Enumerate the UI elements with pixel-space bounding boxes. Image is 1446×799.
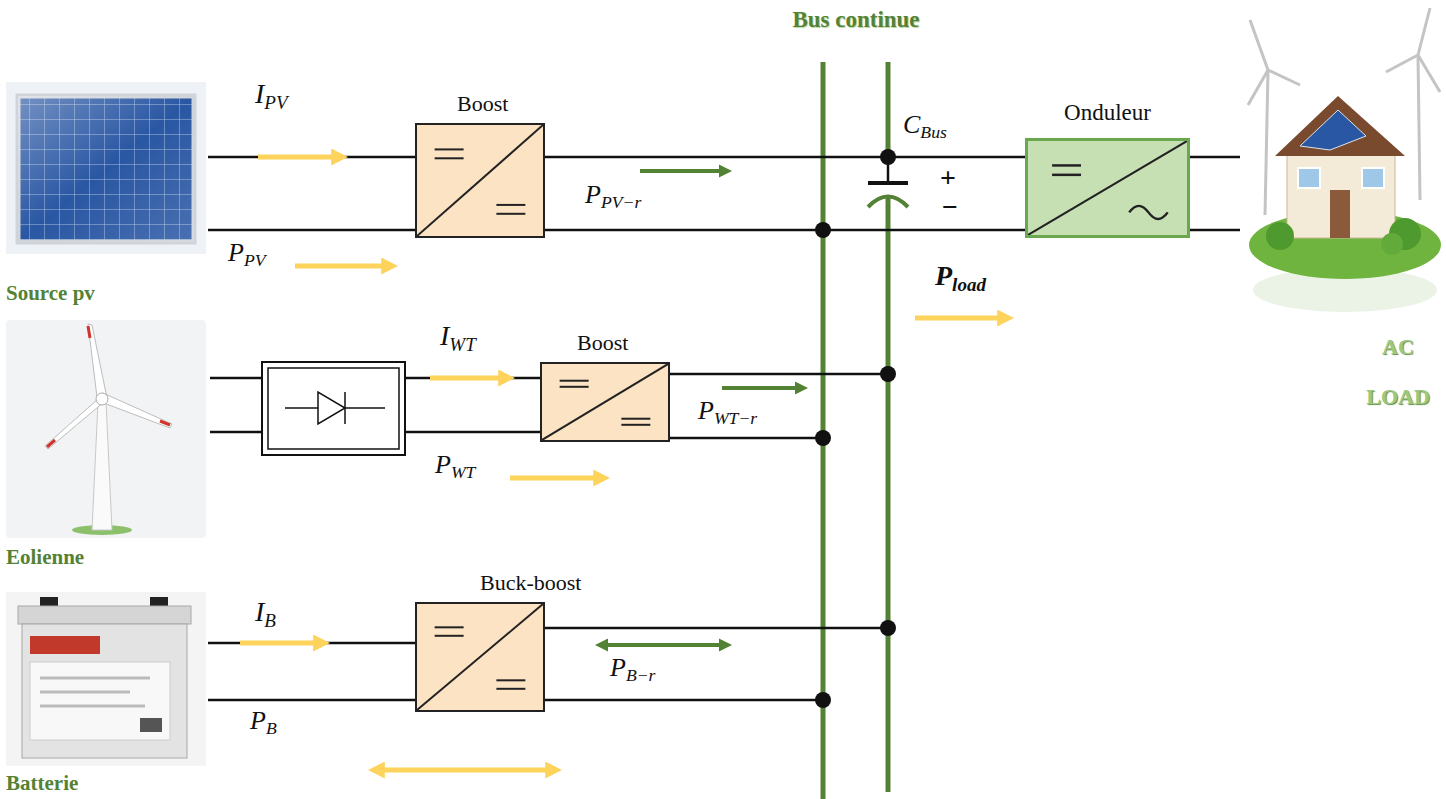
inverter-box: Onduleur xyxy=(1025,138,1190,238)
box-heading: Onduleur xyxy=(1064,99,1151,127)
signal-label: + xyxy=(940,164,956,192)
signal-label: PPV−r xyxy=(585,182,641,212)
source-node: Eolienne xyxy=(4,318,210,570)
converter-symbol xyxy=(542,364,668,440)
converter-box: Buck-boost xyxy=(415,602,545,712)
rectifier-symbol xyxy=(262,362,405,455)
bus-heading: Bus continue xyxy=(792,6,919,34)
inverter-symbol xyxy=(1028,141,1187,235)
wire-pair xyxy=(823,157,1025,230)
picture-caption: Eolienne xyxy=(6,545,84,570)
converter-symbol xyxy=(417,604,543,710)
signal-label: IB xyxy=(255,598,276,630)
source-node: Source pv xyxy=(4,80,208,306)
picture-caption: AC LOAD xyxy=(1358,322,1438,422)
pv-panel-picture xyxy=(6,82,206,254)
signal-label: PB−r xyxy=(610,655,656,685)
signal-label: PWT xyxy=(435,452,475,482)
wire-pair xyxy=(1190,157,1240,230)
wire-pair xyxy=(545,149,896,238)
signal-label: CBus xyxy=(903,112,947,142)
picture-caption: Source pv xyxy=(6,281,95,306)
wind-turbine-picture xyxy=(6,320,206,538)
wire-pair xyxy=(208,157,415,230)
house-picture xyxy=(1248,8,1441,312)
box-heading: Boost xyxy=(577,330,628,356)
signal-label: − xyxy=(942,193,958,221)
signal-label: PWT−r xyxy=(698,398,757,428)
dc-bus: Bus continue xyxy=(818,62,894,799)
converter-box: Boost xyxy=(415,123,545,238)
box-heading: Boost xyxy=(457,91,508,117)
wire-pair xyxy=(210,378,540,432)
source-node: Batterie xyxy=(4,590,208,796)
wire-pair xyxy=(545,620,896,708)
picture-caption: Batterie xyxy=(6,771,78,796)
box-heading: Buck-boost xyxy=(480,570,581,596)
yellow-flow-arrows xyxy=(240,157,1004,770)
load-node: AC LOAD xyxy=(1240,0,1446,430)
signal-label: IWT xyxy=(440,322,476,354)
wire-pair xyxy=(670,366,896,446)
converter-symbol xyxy=(417,125,543,236)
dc-bus-bars xyxy=(823,62,908,799)
signal-label: PB xyxy=(250,708,277,738)
battery-picture xyxy=(6,592,206,766)
signal-label: Pload xyxy=(935,262,986,294)
signal-label: PPV xyxy=(228,240,265,270)
signal-label: IPV xyxy=(255,80,288,112)
converter-box: Boost xyxy=(540,362,670,442)
wire-pair xyxy=(208,643,415,700)
